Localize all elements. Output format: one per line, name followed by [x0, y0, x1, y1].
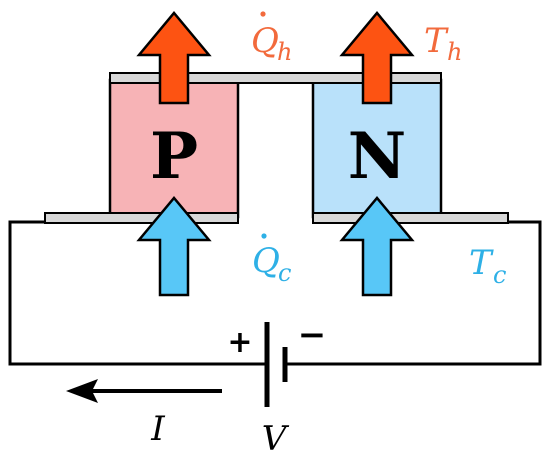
cold-heat-dot: [261, 233, 267, 239]
cold-temperature-label: T c: [469, 243, 506, 289]
cold-temperature-symbol: T: [469, 243, 494, 283]
hot-temperature-symbol: T: [424, 21, 449, 61]
hot-heat-label: Q h: [251, 11, 292, 66]
cold-heat-label: Q c: [252, 233, 291, 287]
battery-symbol: [264, 322, 288, 407]
cold-heat-symbol: Q: [252, 241, 280, 281]
voltage-label: V: [262, 419, 290, 459]
current-arrow-head: [66, 379, 98, 403]
current-label: I: [150, 409, 165, 449]
cold-heat-arrow-left: [136, 196, 212, 297]
battery-plus-sign: +: [227, 325, 252, 360]
hot-side-plate: [109, 72, 442, 84]
hot-temperature-subscript: h: [447, 38, 462, 66]
cold-side-plate-right: [312, 212, 509, 224]
hot-heat-subscript: h: [277, 38, 292, 66]
n-leg-label: N: [348, 119, 407, 194]
hot-temperature-label: T h: [424, 21, 462, 66]
hot-heat-symbol: Q: [251, 21, 279, 61]
hot-heat-arrow-left: [136, 11, 212, 105]
hot-heat-dot: [260, 11, 266, 17]
cold-side-plate-left: [44, 212, 239, 224]
cold-heat-arrow-right: [339, 196, 415, 297]
battery-minus-sign: −: [298, 315, 327, 355]
p-leg-label: P: [150, 119, 198, 194]
cold-heat-subscript: c: [278, 259, 291, 287]
hot-heat-arrow-right: [339, 11, 415, 105]
circuit-wire: [8, 220, 542, 366]
cold-temperature-subscript: c: [493, 261, 506, 289]
